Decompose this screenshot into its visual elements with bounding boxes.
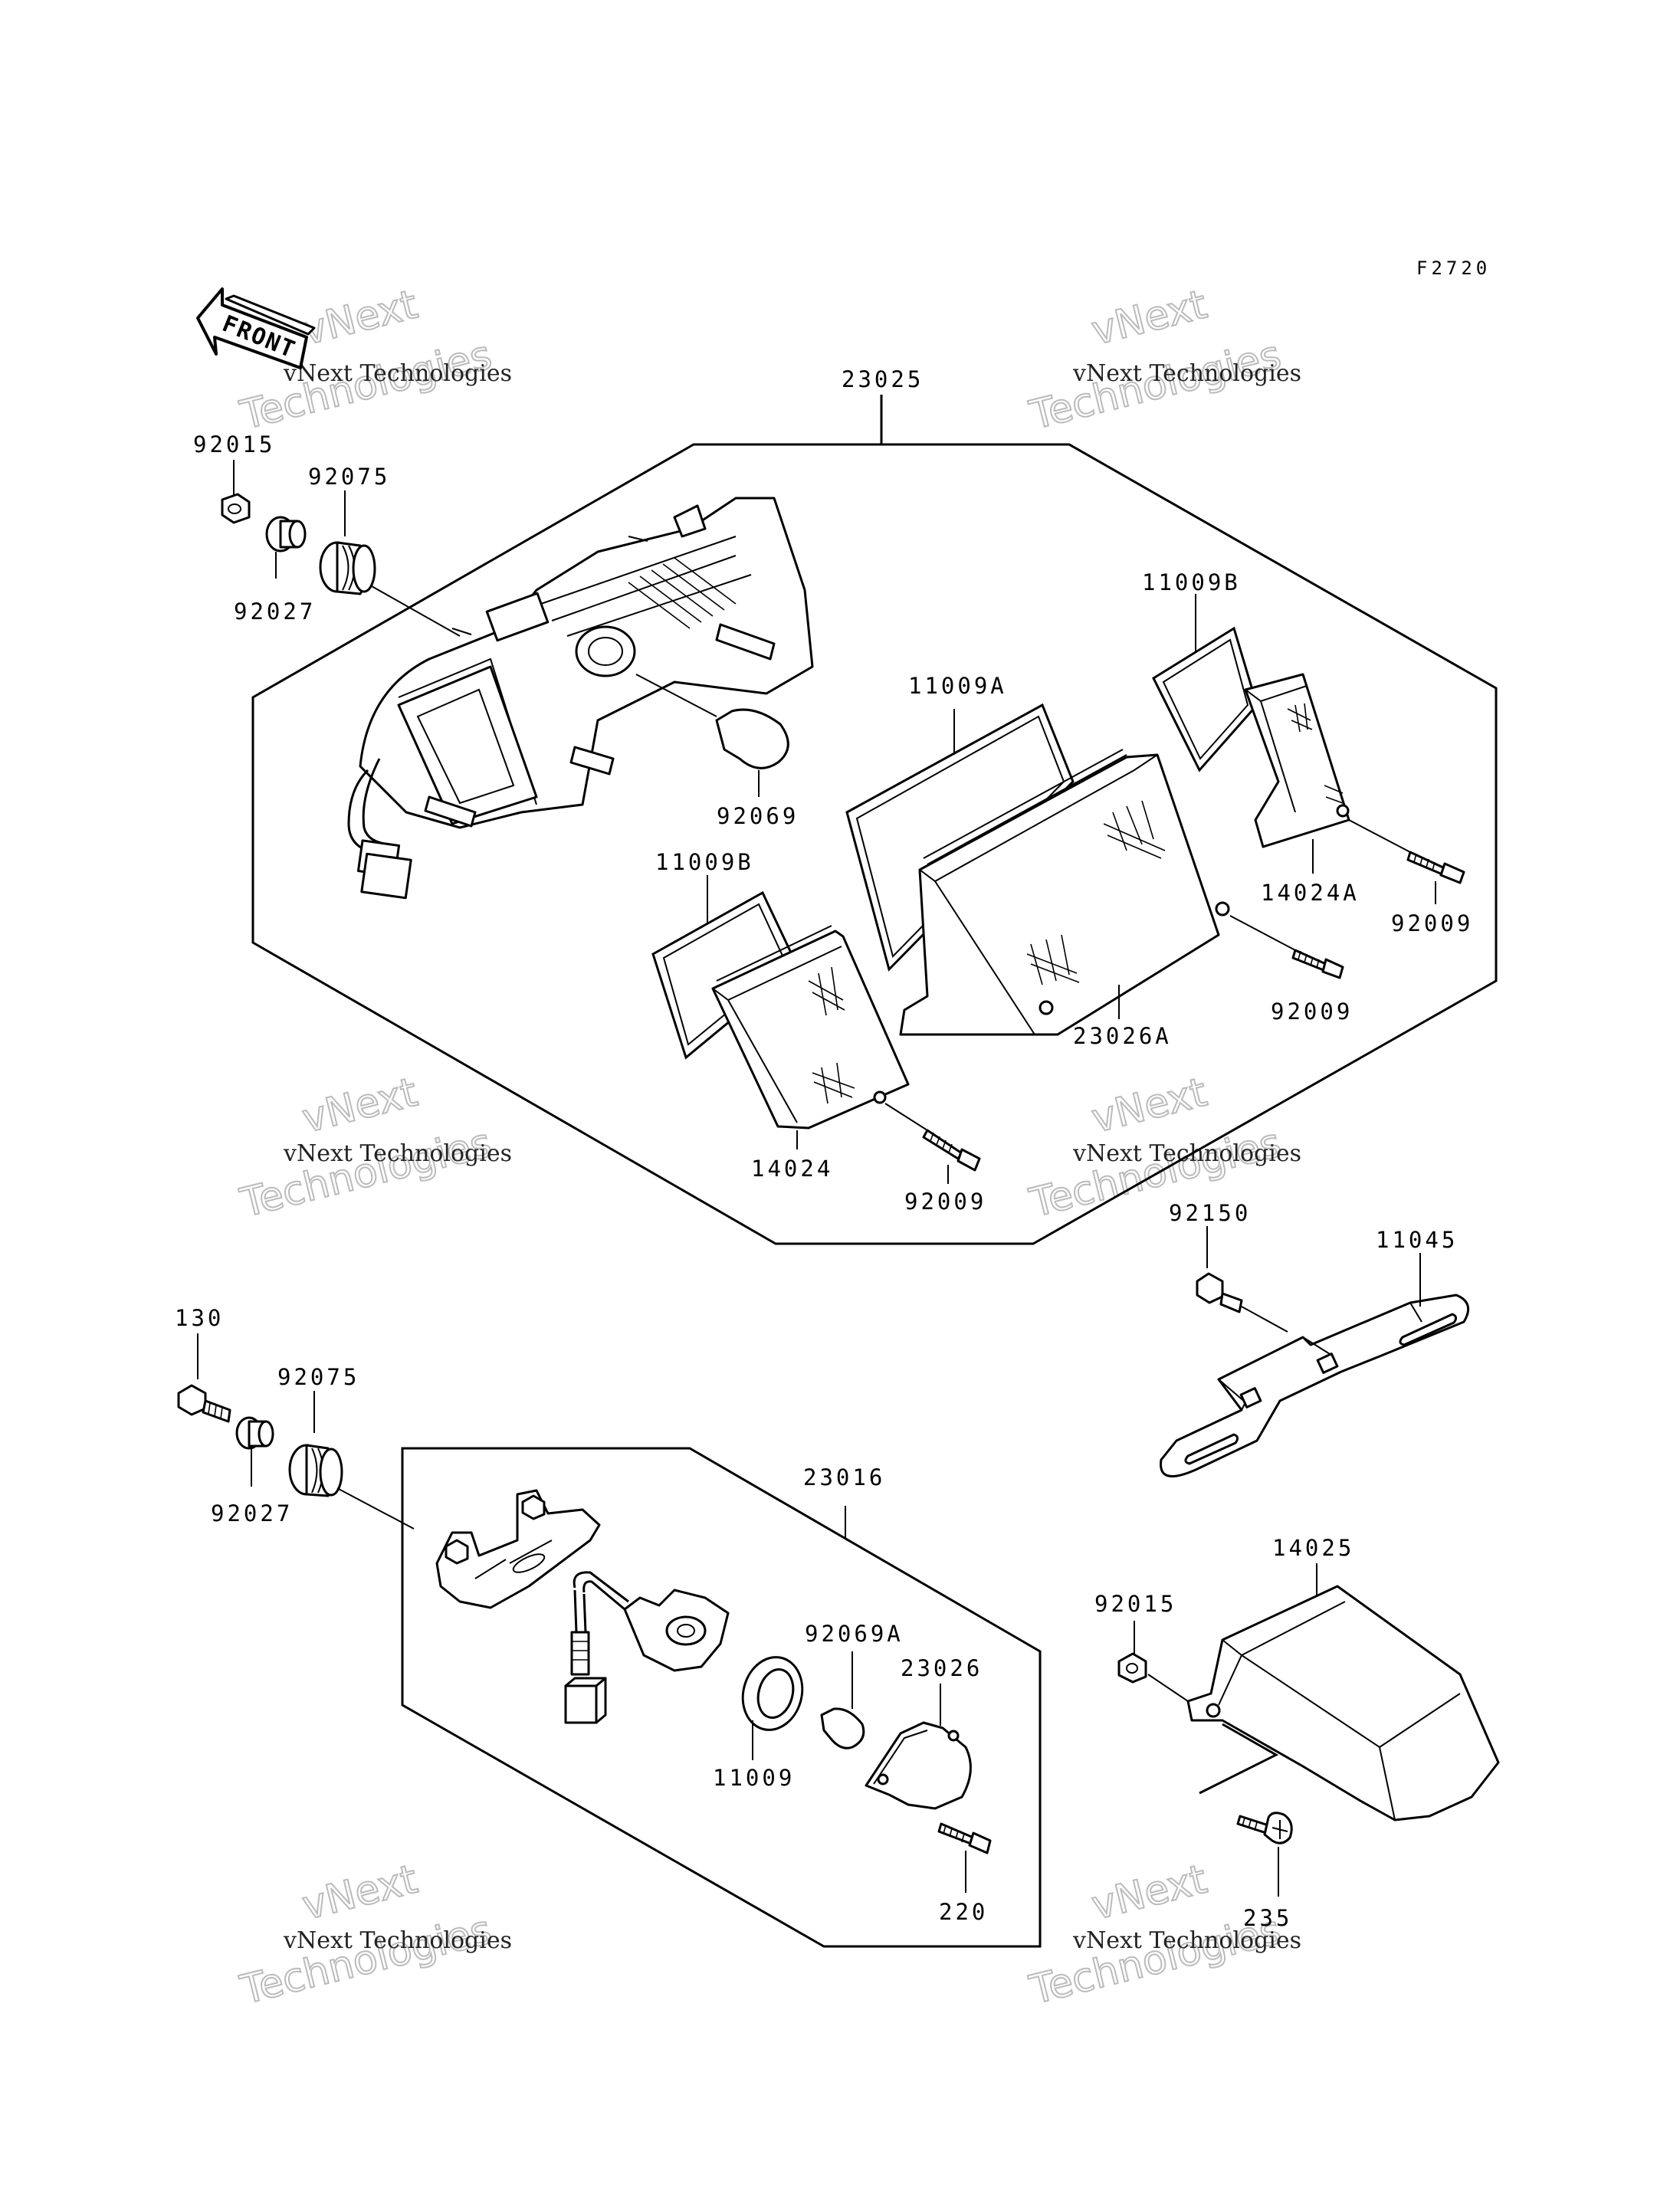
label-92015-top: 92015 [193,431,275,457]
svg-text:vNext Technologies: vNext Technologies [1072,360,1301,387]
label-92075-top: 92075 [308,464,390,490]
part-14024A-lens [1244,673,1350,874]
part-23016-housing-bracket [435,1489,601,1609]
label-23016: 23016 [803,1464,885,1490]
watermark-bottom-left: vNext Technologies vNext Technologies [235,1856,512,2015]
label-235: 235 [1243,1905,1292,1931]
svg-text:vNext: vNext [298,1857,422,1930]
label-23026: 23026 [901,1655,983,1681]
front-arrow-icon: FRONT [196,287,316,369]
part-11009-gasket [741,1656,804,1760]
label-11009B-right: 11009B [1142,569,1241,595]
part-92069-bulb [635,674,789,797]
svg-text:vNext: vNext [1088,1857,1212,1930]
part-92075-grommet-bottom [288,1391,415,1530]
part-92069A-bulb [820,1651,865,1749]
label-92027-bottom: 92027 [211,1500,293,1526]
part-92075-grommet-top [319,490,461,637]
svg-text:vNext Technologies: vNext Technologies [283,360,512,387]
part-14024-lens [711,925,910,1149]
label-92009-bottom: 92009 [904,1189,986,1215]
label-23026A: 23026A [1073,1023,1172,1049]
label-11009: 11009 [713,1765,795,1791]
watermark-mid-right: vNext Technologies vNext Technologies [1025,1069,1301,1228]
label-11045: 11045 [1376,1227,1458,1253]
label-92015-bottom: 92015 [1094,1591,1176,1617]
svg-text:Technologies: Technologies [236,1120,497,1227]
label-92027-top: 92027 [234,598,316,625]
label-92009-mid: 92009 [1271,998,1353,1025]
part-23026A-lens [899,749,1230,1036]
part-92015-nut-bottom [1117,1621,1189,1702]
assembly-23025-frame [251,395,1498,1245]
part-92150-bolt [1196,1226,1288,1333]
label-220: 220 [939,1899,988,1925]
label-11009A: 11009A [908,673,1007,699]
svg-text:vNext: vNext [1088,1070,1212,1143]
tail-light-housing [347,497,814,900]
part-92009-screw-right [1348,819,1465,904]
part-92009-screw-mid [1229,915,1344,979]
watermark-mid-left: vNext Technologies vNext Technologies [235,1069,512,1228]
part-235-screw [1199,1723,1293,1897]
svg-text:vNext Technologies: vNext Technologies [283,1140,512,1167]
assembly-23016-frame [401,1447,1042,1948]
watermark-bottom-right: vNext Technologies vNext Technologies [1025,1856,1301,2015]
part-92015-nut-top [221,460,251,524]
label-130: 130 [175,1305,224,1331]
part-92027-collar-top [265,516,307,579]
label-92069: 92069 [717,803,799,829]
svg-text:vNext Technologies: vNext Technologies [1072,1140,1301,1167]
label-14024A: 14024A [1261,880,1360,906]
watermark-top-right: vNext Technologies vNext Technologies [1025,281,1301,440]
part-23026-lens [865,1684,972,1810]
label-23025: 23025 [842,366,924,392]
svg-text:vNext: vNext [1088,282,1212,355]
figure-ref: F2720 [1416,257,1491,279]
part-11009B-gasket-right [1152,594,1258,772]
label-92069A: 92069A [805,1621,904,1647]
part-14025-cover [1186,1563,1500,1822]
part-92009-screw-bottom [884,1103,981,1184]
label-11009B-left: 11009B [655,849,754,875]
label-92150: 92150 [1169,1200,1251,1226]
part-11045-bracket [1160,1253,1470,1477]
svg-text:vNext: vNext [298,282,422,355]
svg-text:Technologies: Technologies [236,1907,497,2014]
part-220-screw [937,1822,992,1893]
label-14025: 14025 [1272,1535,1354,1561]
part-23016-socket-wire [564,1571,730,1724]
label-92075-bottom: 92075 [277,1364,359,1390]
label-14024: 14024 [751,1156,833,1182]
svg-text:vNext: vNext [298,1070,422,1143]
svg-text:vNext Technologies: vNext Technologies [1072,1927,1301,1954]
part-130-bolt [177,1333,231,1423]
label-92009-right: 92009 [1391,910,1473,936]
part-92027-collar-bottom [235,1416,274,1487]
svg-text:vNext Technologies: vNext Technologies [283,1927,512,1954]
